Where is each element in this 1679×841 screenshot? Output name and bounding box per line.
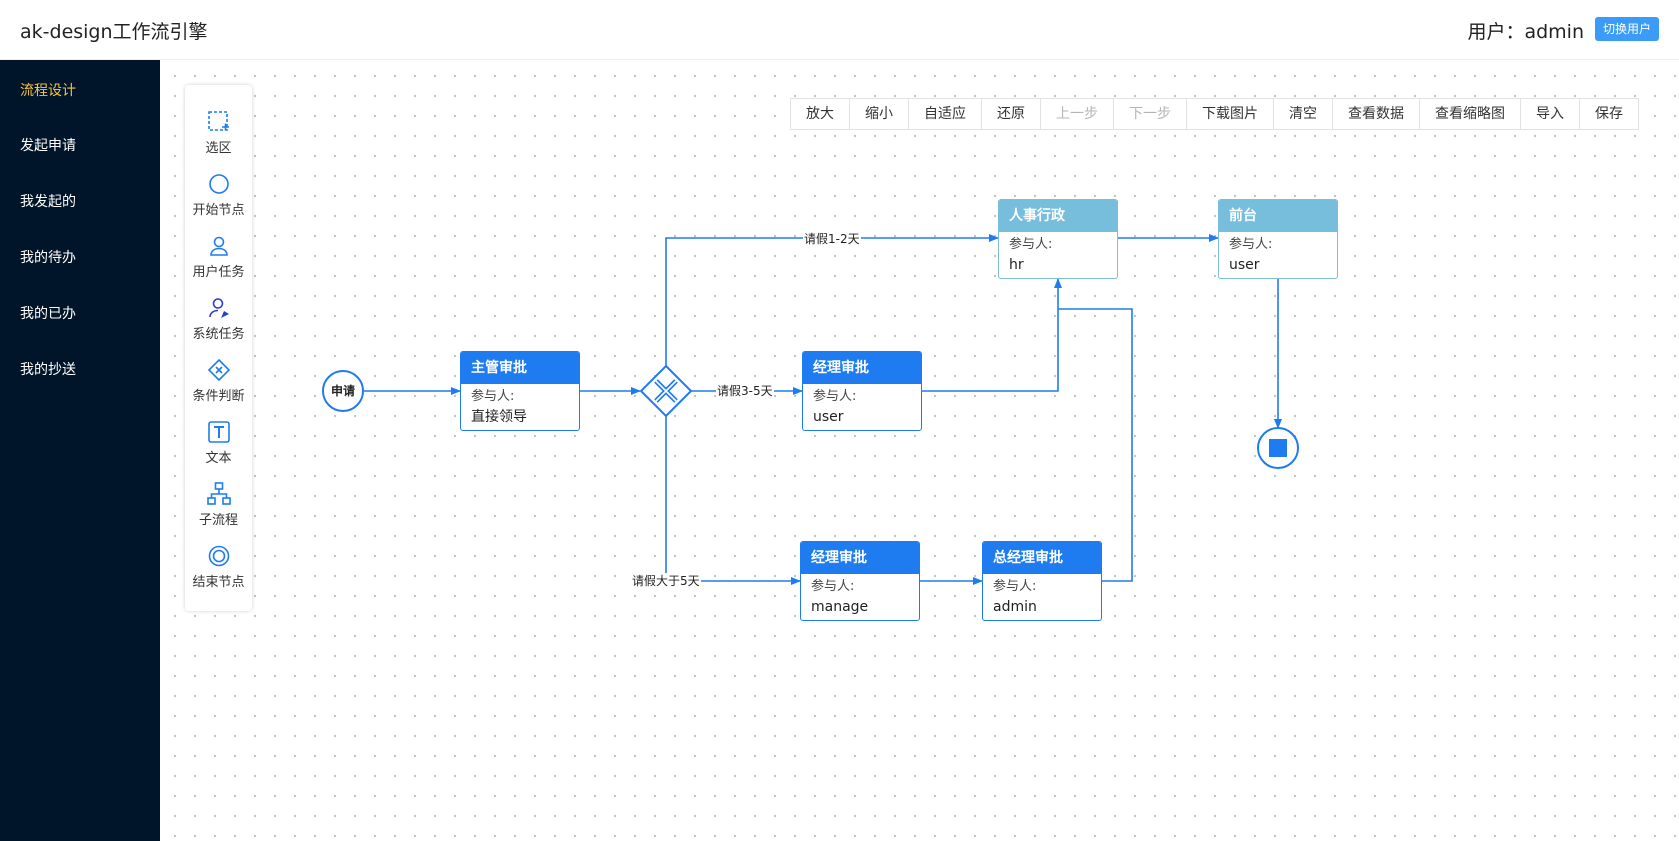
task-general-manager-approval[interactable]: 总经理审批 参与人: admin <box>982 541 1102 621</box>
sidebar-item-my-initiated[interactable]: 我发起的 <box>20 194 76 210</box>
view-data-button[interactable]: 查看数据 <box>1333 99 1420 129</box>
gateway-icon <box>207 358 230 382</box>
flow-canvas[interactable] <box>160 60 1679 841</box>
participant-label: 参与人: <box>471 389 515 404</box>
undo-button[interactable]: 上一步 <box>1041 99 1114 129</box>
task-title: 主管审批 <box>461 352 579 384</box>
save-button[interactable]: 保存 <box>1595 106 1623 122</box>
end-circle-icon <box>208 545 229 567</box>
view-minimap-button[interactable]: 查看缩略图 <box>1420 99 1521 129</box>
edge-label-3-5-days[interactable]: 请假3-5天 <box>716 383 774 399</box>
task-manager-approval-2[interactable]: 经理审批 参与人: manage <box>800 541 920 621</box>
participant-value: user <box>813 409 844 425</box>
task-title: 人事行政 <box>999 200 1117 232</box>
palette-label: 开始节点 <box>192 203 245 218</box>
palette-item-text[interactable]: 文本 <box>185 420 252 466</box>
node-palette: 选区 开始节点 用户任务 系统任务 <box>185 85 252 611</box>
zoom-in-button[interactable]: 放大 <box>791 99 850 129</box>
canvas-toolbar: 放大 缩小 自适应 还原 上一步 下一步 下载图片 清空 查看数据 查看缩略图 … <box>790 98 1639 130</box>
zoom-out-button[interactable]: 缩小 <box>850 99 909 129</box>
participant-label: 参与人: <box>1009 237 1053 252</box>
current-user-label: 用户：admin <box>1467 21 1584 43</box>
task-title: 经理审批 <box>801 542 919 574</box>
edge-gateway-to-hr[interactable] <box>665 234 999 366</box>
sidebar-item-start-application[interactable]: 发起申请 <box>20 138 76 154</box>
participant-label: 参与人: <box>993 579 1037 594</box>
fit-view-button[interactable]: 自适应 <box>909 99 982 129</box>
edge-label-1-2-days[interactable]: 请假1-2天 <box>803 231 861 247</box>
top-header: ak-design工作流引擎 用户：admin 切换用户 <box>0 0 1679 60</box>
task-title: 经理审批 <box>803 352 921 384</box>
sidebar: 流程设计 发起申请 我发起的 我的待办 我的已办 我的抄送 <box>0 60 160 841</box>
sidebar-item-process-design[interactable]: 流程设计 <box>20 83 76 99</box>
participant-value: admin <box>993 599 1037 615</box>
sidebar-item-my-done[interactable]: 我的已办 <box>20 306 76 322</box>
download-image-button[interactable]: 下载图片 <box>1187 99 1274 129</box>
task-manager-approval[interactable]: 经理审批 参与人: user <box>802 351 922 431</box>
palette-item-start-node[interactable]: 开始节点 <box>185 172 252 218</box>
participant-label: 参与人: <box>813 389 857 404</box>
clear-button[interactable]: 清空 <box>1274 99 1333 129</box>
selection-icon <box>207 111 229 131</box>
palette-item-selection[interactable]: 选区 <box>185 110 252 156</box>
participant-value: user <box>1229 257 1260 273</box>
task-hr-admin[interactable]: 人事行政 参与人: hr <box>998 199 1118 279</box>
edge-manager-to-hr[interactable] <box>922 278 1062 392</box>
participant-value: 直接领导 <box>471 409 527 425</box>
system-user-icon <box>208 298 229 318</box>
exclusive-gateway[interactable] <box>639 364 693 418</box>
palette-label: 文本 <box>205 451 232 466</box>
subprocess-icon <box>206 482 231 505</box>
participant-value: manage <box>811 599 869 615</box>
edge-gm-to-hr[interactable] <box>1058 308 1133 582</box>
app-title: ak-design工作流引擎 <box>20 21 208 43</box>
task-title: 总经理审批 <box>983 542 1101 574</box>
participant-label: 参与人: <box>811 579 855 594</box>
start-circle-icon <box>208 174 229 194</box>
redo-button[interactable]: 下一步 <box>1114 99 1187 129</box>
start-node[interactable]: 申请 <box>322 370 364 412</box>
task-front-desk[interactable]: 前台 参与人: user <box>1218 199 1338 279</box>
palette-item-subprocess[interactable]: 子流程 <box>185 482 252 528</box>
palette-label: 子流程 <box>198 513 238 528</box>
palette-item-end-node[interactable]: 结束节点 <box>185 544 252 590</box>
task-title: 前台 <box>1219 200 1337 232</box>
user-icon <box>209 236 228 256</box>
palette-item-system-task[interactable]: 系统任务 <box>185 296 252 342</box>
edge-label-over-5-days[interactable]: 请假大于5天 <box>631 573 701 589</box>
palette-label: 系统任务 <box>192 327 245 342</box>
palette-label: 条件判断 <box>192 389 245 404</box>
palette-label: 选区 <box>205 141 232 156</box>
task-supervisor-approval[interactable]: 主管审批 参与人: 直接领导 <box>460 351 580 431</box>
palette-label: 结束节点 <box>192 575 245 590</box>
palette-label: 用户任务 <box>192 265 245 280</box>
reset-zoom-button[interactable]: 还原 <box>982 99 1041 129</box>
participant-value: hr <box>1009 257 1024 273</box>
sidebar-item-my-todo[interactable]: 我的待办 <box>20 250 76 266</box>
switch-user-button[interactable]: 切换用户 <box>1594 17 1659 41</box>
participant-label: 参与人: <box>1229 237 1273 252</box>
import-button[interactable]: 导入 <box>1521 99 1580 129</box>
palette-item-gateway[interactable]: 条件判断 <box>185 358 252 404</box>
palette-item-user-task[interactable]: 用户任务 <box>185 234 252 280</box>
end-node[interactable] <box>1257 427 1299 469</box>
sidebar-item-my-cc[interactable]: 我的抄送 <box>20 362 76 378</box>
text-icon <box>207 421 230 443</box>
